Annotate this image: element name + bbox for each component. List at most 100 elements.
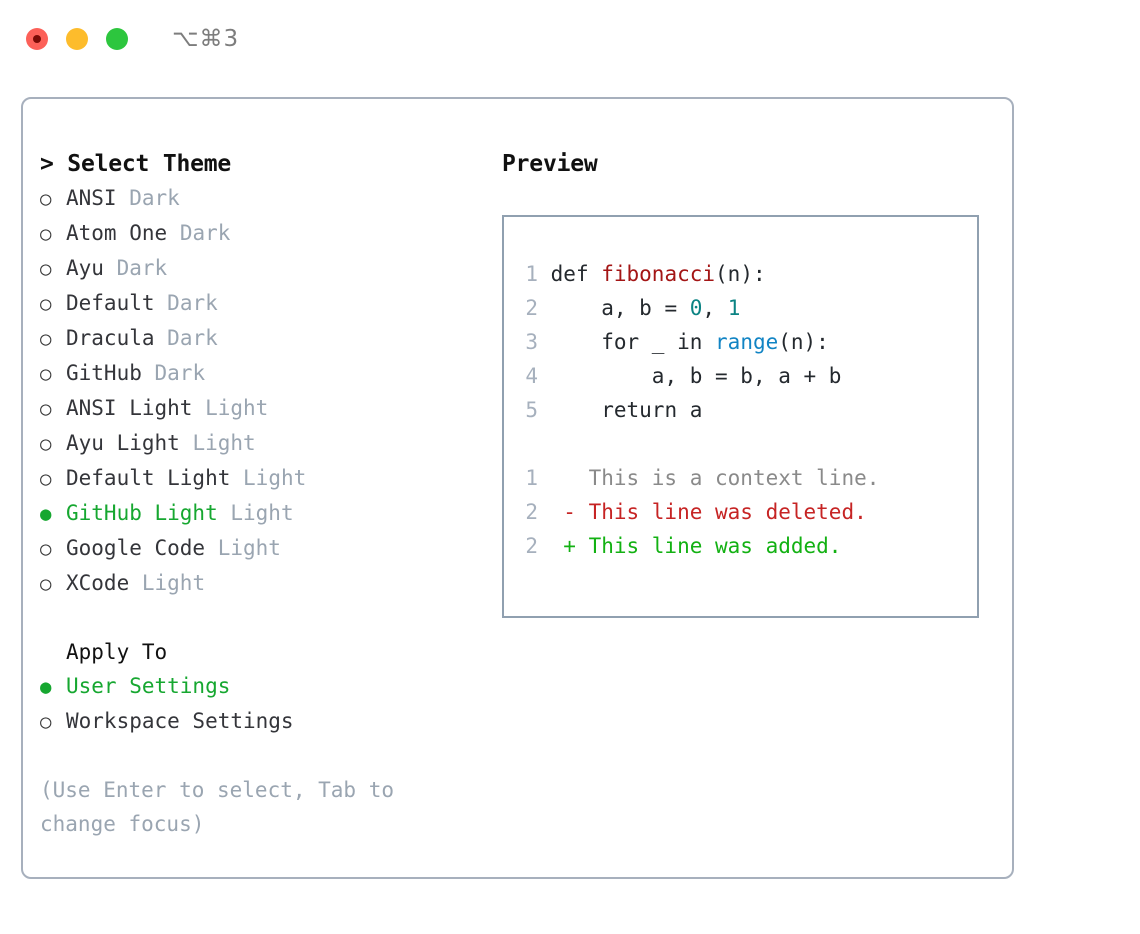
line-number: 5 — [525, 398, 538, 422]
apply-to-heading: Apply To — [66, 640, 168, 664]
title-bar: ⌥⌘3 — [0, 0, 1140, 78]
theme-variant-badge: Light — [192, 431, 256, 455]
theme-label-space — [205, 531, 218, 565]
maximize-window-button[interactable] — [106, 28, 128, 50]
theme-option-xcode[interactable]: ○XCode Light — [40, 566, 488, 601]
line-number: 3 — [525, 330, 538, 354]
diff-line-ctx: 1 This is a context line. — [518, 461, 977, 495]
gutter-gap — [538, 364, 551, 388]
apply-to-list[interactable]: ● User Settings ○ Workspace Settings — [40, 669, 488, 739]
theme-variant-badge: Dark — [154, 361, 206, 385]
code-token-num: 0 — [689, 296, 703, 320]
theme-option-label: Dracula — [66, 326, 155, 350]
theme-label-space — [167, 216, 180, 250]
theme-option-label: XCode — [66, 571, 130, 595]
preview-spacer — [518, 427, 977, 461]
code-line: 5 return a — [518, 393, 977, 427]
apply-to-option-label: User Settings — [66, 674, 231, 698]
preview-column: Preview 1 def fibonacci(n):2 a, b = 0, 1… — [488, 99, 1012, 877]
select-theme-heading: > Select Theme — [40, 151, 232, 177]
theme-variant-badge: Dark — [167, 291, 218, 315]
preview-heading: Preview — [502, 151, 598, 177]
code-token-builtin: range — [715, 330, 779, 354]
radio-unselected-icon: ○ — [40, 188, 52, 210]
theme-option-dracula[interactable]: ○Dracula Dark — [40, 321, 488, 356]
diff-text: This line was added. — [588, 534, 842, 558]
diff-sign: - — [538, 500, 589, 524]
theme-variant-badge: Dark — [179, 221, 231, 245]
theme-option-ansi-light[interactable]: ○ANSI Light Light — [40, 391, 488, 426]
theme-option-label: Atom One — [66, 221, 168, 245]
keyboard-shortcut-label: ⌥⌘3 — [172, 26, 240, 52]
code-token-plain: def — [550, 262, 602, 286]
theme-option-label: Default Light — [66, 466, 231, 490]
radio-unselected-icon: ○ — [40, 223, 52, 245]
code-line: 1 def fibonacci(n): — [518, 257, 977, 291]
apply-to-section: Apply To ● User Settings ○ Workspace Settin… — [40, 635, 488, 739]
gutter-gap — [538, 398, 551, 422]
line-number: 2 — [525, 534, 538, 558]
theme-option-label: GitHub Light — [66, 501, 218, 525]
code-token-plain: return a — [550, 398, 703, 422]
theme-label-space — [230, 461, 243, 495]
radio-unselected-icon: ○ — [40, 711, 52, 733]
radio-unselected-icon: ○ — [40, 363, 52, 385]
theme-option-default-light[interactable]: ○Default Light Light — [40, 461, 488, 496]
radio-unselected-icon: ○ — [40, 538, 52, 560]
code-line: 4 a, b = b, a + b — [518, 359, 977, 393]
diff-line-add: 2 + This line was added. — [518, 529, 977, 563]
code-token-func: fibonacci — [601, 262, 716, 286]
theme-label-space — [218, 496, 231, 530]
gutter-gap — [538, 262, 551, 286]
radio-unselected-icon: ○ — [40, 293, 52, 315]
theme-option-label: Google Code — [66, 536, 206, 560]
radio-selected-icon: ● — [40, 676, 52, 698]
diff-sign: + — [538, 534, 589, 558]
theme-option-google-code[interactable]: ○Google Code Light — [40, 531, 488, 566]
radio-unselected-icon: ○ — [40, 573, 52, 595]
theme-label-space — [142, 356, 155, 390]
theme-option-ayu-light[interactable]: ○Ayu Light Light — [40, 426, 488, 461]
theme-option-github[interactable]: ○ GitHub Dark — [40, 356, 488, 391]
code-token-plain: a, b = b, a + b — [550, 364, 842, 388]
theme-option-ayu[interactable]: ○Ayu Dark — [40, 251, 488, 286]
theme-option-atom-one[interactable]: ○ Atom One Dark — [40, 216, 488, 251]
line-number: 1 — [525, 262, 538, 286]
theme-selector-column: > Select Theme ○ANSI Dark○Atom One Dark○… — [23, 99, 488, 877]
code-token-plain: for _ in — [550, 330, 716, 354]
apply-to-option-workspace-settings[interactable]: ○ Workspace Settings — [40, 704, 488, 739]
code-line: 2 a, b = 0, 1 — [518, 291, 977, 325]
diff-text: This line was deleted. — [588, 500, 867, 524]
apply-to-option-user-settings[interactable]: ● User Settings — [40, 669, 488, 704]
line-number: 2 — [525, 296, 538, 320]
main-panel: > Select Theme ○ANSI Dark○Atom One Dark○… — [21, 97, 1014, 879]
theme-label-space — [155, 321, 168, 355]
theme-option-label: GitHub — [66, 361, 142, 385]
theme-option-label: ANSI — [66, 186, 117, 210]
code-token-plain: a, b = — [550, 296, 690, 320]
theme-option-label: Ayu — [66, 256, 104, 280]
line-number: 4 — [525, 364, 538, 388]
code-line: 3 for _ in range(n): — [518, 325, 977, 359]
theme-variant-badge: Dark — [129, 186, 180, 210]
theme-variant-badge: Light — [205, 396, 269, 420]
radio-unselected-icon: ○ — [40, 398, 52, 420]
diff-line-del: 2 - This line was deleted. — [518, 495, 977, 529]
theme-option-github-light[interactable]: ●GitHub Light Light — [40, 496, 488, 531]
close-window-button[interactable] — [26, 28, 48, 50]
theme-option-ansi[interactable]: ○ ANSI Dark — [40, 181, 488, 216]
line-number: 1 — [525, 466, 538, 490]
theme-variant-badge: Dark — [116, 256, 168, 280]
window-controls — [26, 28, 128, 50]
apply-to-option-label: Workspace Settings — [66, 709, 294, 733]
theme-list[interactable]: ○ANSI Dark○Atom One Dark○Ayu Dark○Defaul… — [40, 181, 488, 601]
theme-option-default[interactable]: ○ Default Dark — [40, 286, 488, 321]
theme-variant-badge: Light — [243, 466, 307, 490]
theme-variant-badge: Light — [230, 501, 294, 525]
gutter-gap — [538, 296, 551, 320]
line-number: 2 — [525, 500, 538, 524]
minimize-window-button[interactable] — [66, 28, 88, 50]
theme-option-label: Default — [66, 291, 155, 315]
